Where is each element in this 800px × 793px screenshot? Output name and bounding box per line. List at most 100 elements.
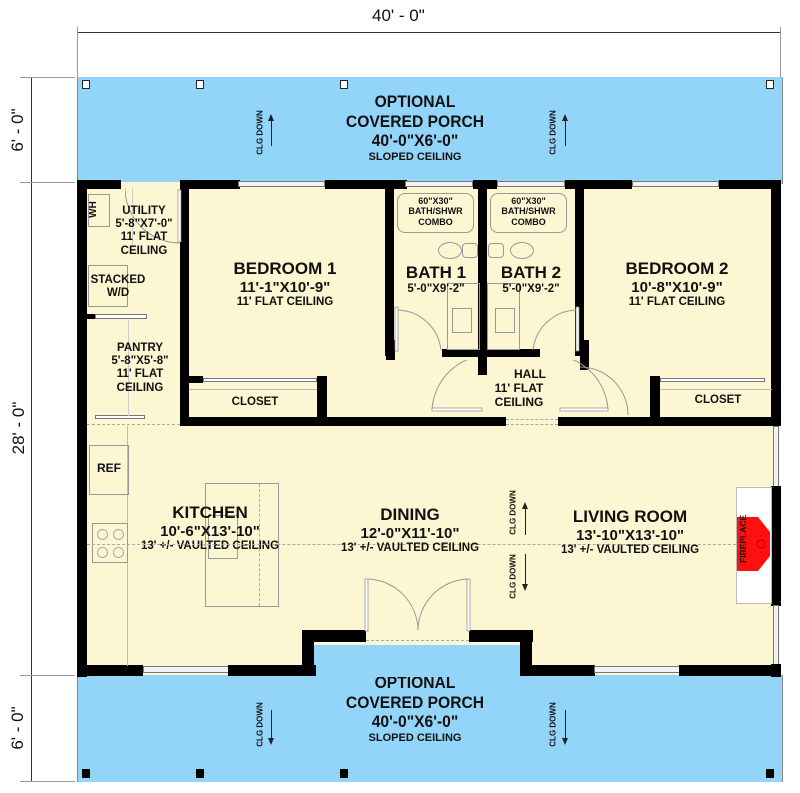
interior-wall: [650, 376, 660, 420]
exterior-wall: [228, 665, 316, 676]
cooktop-icon: [92, 523, 128, 563]
arrow-head-icon: [268, 114, 274, 121]
arrow-up-icon: [525, 505, 526, 535]
exterior-wall: [325, 180, 407, 189]
bath1-vanity: [447, 283, 480, 350]
dining-ceiling: 13' +/- VAULTED CEILING: [340, 541, 480, 554]
house-depth-label: 28' - 0": [9, 401, 28, 455]
pantry-size: 5'-8"X5'-8": [111, 355, 169, 368]
interior-wall: [317, 376, 327, 420]
window: [773, 426, 779, 488]
bath2-tub-label: 60"X30" BATH/SHWR COMBO: [490, 196, 567, 227]
porch-post-icon: [766, 769, 774, 778]
bottom-porch: [77, 675, 783, 782]
bath1-size: 5'-0"X9'-2": [407, 282, 465, 295]
interior-wall: [558, 417, 781, 426]
bedroom2-ceiling: 11' FLAT CEILING: [628, 295, 726, 308]
island-overhang-line: [259, 484, 260, 606]
porch-title-line2: COVERED PORCH: [345, 111, 485, 131]
utility-name: UTILITY: [122, 205, 166, 217]
closet-door: [660, 378, 765, 382]
porch-title-line1: OPTIONAL: [374, 92, 456, 111]
window: [594, 666, 680, 673]
porch-title-line2: COVERED PORCH: [345, 692, 485, 712]
exterior-wall: [77, 180, 87, 677]
utility-label: UTILITY 5'-8"X7'-0" 11' FLAT CEILING: [108, 205, 180, 258]
exterior-wall: [469, 630, 533, 642]
arrow-head-icon: [522, 584, 528, 591]
porch-title-line1: OPTIONAL: [374, 673, 456, 692]
bedroom1-name: BEDROOM 1: [233, 259, 337, 278]
tub-type: BATH/SHWR: [501, 206, 556, 217]
arrow-down-icon: [271, 710, 272, 738]
exterior-wall: [180, 180, 240, 189]
bath-door-swing-icon: [394, 306, 580, 352]
tub-type: BATH/SHWR: [408, 206, 463, 217]
bedroom2-size: 10'-8"X10'-9": [631, 278, 723, 296]
exterior-wall: [719, 180, 781, 189]
interior-wall: [180, 417, 506, 426]
tub-size: 60"X30": [511, 196, 546, 206]
interior-wall: [385, 180, 394, 356]
burner-icon: [113, 529, 124, 540]
bath1-label: BATH 1 5'-0"X9'-2": [396, 263, 476, 296]
kitchen-ceiling: 13' +/- VAULTED CEILING: [140, 539, 280, 552]
toilet-icon: [438, 242, 462, 259]
house-floor: [78, 182, 780, 675]
porch-post-icon: [766, 80, 774, 89]
shelf-line: [128, 320, 129, 416]
pantry-door: [95, 415, 145, 419]
living-label: LIVING ROOM 13'-10"X13'-10" 13' +/- VAUL…: [540, 507, 720, 557]
exterior-wall: [679, 665, 781, 676]
kitchen-label: KITCHEN 10'-6"X13'-10" 13' +/- VAULTED C…: [110, 503, 310, 553]
utility-door-swing-icon: [125, 188, 182, 244]
door-pocket: [95, 314, 147, 319]
clg-down-note: CLG DOWN: [508, 554, 518, 599]
bath2-size: 5'-0"X9'-2": [502, 282, 560, 295]
opening-line: [87, 424, 180, 425]
porch-size: 40'-0"X6'-0": [371, 712, 459, 732]
tub-combo: COMBO: [418, 216, 453, 227]
exterior-wall: [77, 665, 143, 676]
porch-post-icon: [82, 80, 90, 89]
interior-wall: [442, 349, 540, 357]
interior-wall: [478, 180, 487, 375]
interior-wall: [180, 180, 189, 420]
exterior-wall: [77, 180, 121, 189]
fireplace-icon: [737, 517, 770, 571]
island-sink-icon: [208, 515, 238, 559]
threshold-line: [366, 640, 469, 641]
bath1-name: BATH 1: [405, 263, 467, 282]
closet-shelf: [189, 389, 317, 390]
refrigerator: [89, 445, 129, 495]
dimension-line: [31, 77, 32, 782]
window: [143, 666, 229, 673]
dining-size: 12'-0"X11'-10": [360, 524, 460, 542]
arrow-head-icon: [562, 114, 568, 121]
living-ceiling: 13' +/- VAULTED CEILING: [560, 543, 700, 556]
closet-shelf: [660, 389, 772, 390]
porch-ceiling: SLOPED CEILING: [368, 150, 462, 163]
extension-line: [20, 182, 75, 183]
water-heater-label: WH: [87, 201, 99, 218]
extension-line: [20, 675, 75, 676]
bath2-tub: [490, 193, 567, 233]
extension-line: [20, 781, 75, 782]
bath2-vanity: [487, 283, 520, 350]
extension-line: [77, 27, 78, 77]
opening-line: [506, 419, 558, 420]
bedroom2-closet-label: CLOSET: [694, 394, 742, 406]
pantry-ceiling: 11' FLAT: [116, 368, 164, 381]
exterior-wall: [565, 180, 632, 189]
exterior-wall: [771, 180, 781, 426]
bedroom2-door-swing-icon: [580, 366, 629, 416]
kitchen-island: [205, 483, 279, 607]
entry-porch-notch: [314, 645, 520, 677]
bath1-tub-label: 60"X30" BATH/SHWR COMBO: [397, 196, 474, 227]
interior-wall: [580, 340, 589, 370]
clg-down-note: CLG DOWN: [255, 702, 265, 747]
living-name: LIVING ROOM: [572, 507, 688, 526]
pantry-label: PANTRY 5'-8"X5'-8" 11' FLAT CEILING: [104, 342, 176, 395]
dining-name: DINING: [380, 505, 440, 524]
dining-label: DINING 12'-0"X11'-10" 13' +/- VAULTED CE…: [325, 505, 495, 555]
